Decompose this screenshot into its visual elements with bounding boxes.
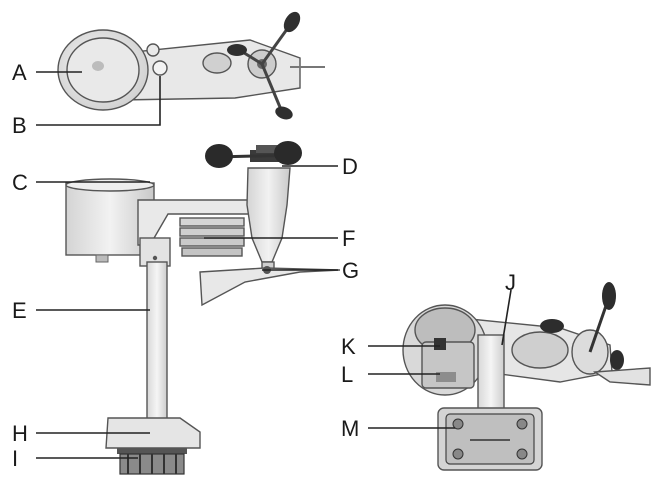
wind-cup	[205, 144, 233, 168]
rear-view-assembly	[402, 282, 651, 471]
wind-vane	[199, 267, 341, 307]
label-j: J	[505, 270, 516, 295]
label-h: H	[12, 421, 28, 446]
wind-cup	[283, 11, 301, 33]
wind-cup	[227, 44, 247, 56]
mounting-clamp	[117, 448, 187, 475]
leader-b	[36, 76, 161, 126]
label-b: B	[12, 113, 27, 138]
wind-cup	[602, 282, 616, 310]
label-m: M	[341, 416, 359, 441]
label-c: C	[12, 170, 28, 195]
wind-cup	[610, 350, 624, 370]
radiation-shield	[179, 217, 245, 257]
leader-j	[501, 289, 512, 346]
label-d: D	[342, 154, 358, 179]
label-i: I	[12, 446, 18, 471]
label-a: A	[12, 60, 27, 85]
top-view-assembly	[57, 11, 325, 120]
mounting-pole	[146, 261, 168, 423]
wind-cup	[274, 141, 302, 165]
battery-door	[421, 341, 475, 389]
leader-lines	[36, 71, 512, 459]
wind-cup	[275, 106, 293, 120]
mounting-bracket	[437, 407, 543, 471]
reset-button	[434, 338, 446, 350]
label-g: G	[342, 258, 359, 283]
mounting-base	[105, 417, 201, 449]
front-view-assembly	[65, 141, 341, 475]
label-k: K	[341, 334, 356, 359]
label-e: E	[12, 298, 27, 323]
part-labels: A B C D E F G H I J K L M	[12, 60, 516, 471]
bubble-level	[152, 60, 168, 76]
label-f: F	[342, 226, 355, 251]
label-l: L	[341, 362, 353, 387]
wind-cup	[540, 319, 564, 333]
